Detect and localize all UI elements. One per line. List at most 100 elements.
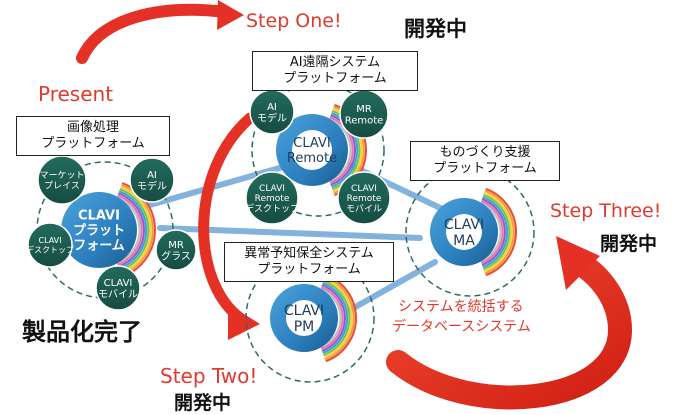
hub-color-arc xyxy=(481,198,506,266)
hub-color-arc xyxy=(120,186,152,274)
satellite-disc xyxy=(155,229,197,271)
hub-center xyxy=(292,130,332,170)
hub-platform-label-line-3: フォーム xyxy=(73,239,125,254)
satellite-market-line-2: プレイス xyxy=(44,180,80,191)
hub-color-arc xyxy=(480,200,504,264)
satellite-mr-glass-line-2: グラス xyxy=(161,249,191,262)
hub-color-arc xyxy=(321,284,346,352)
hub-color-arc xyxy=(119,188,150,272)
progress-arrows xyxy=(76,0,633,410)
connector-pm-ma xyxy=(347,259,438,313)
satellite-market-line-1: マーケット xyxy=(39,170,84,181)
hub-color-arc xyxy=(117,192,145,268)
satellite-ai-model-top-line-2: モデル xyxy=(257,111,287,124)
satellite-clavi-mobile-line-1: CLAVI xyxy=(104,278,133,289)
hub-color-arc xyxy=(320,288,342,348)
hub-color-arc xyxy=(329,116,354,184)
satellite-clavi-mobile-line-2: モバイル xyxy=(98,288,138,300)
arrow-step-two-to-step-three xyxy=(386,250,633,410)
step-three-label: Step Three! xyxy=(550,200,662,222)
satellite-clavi-desktop-line-2: デスクトップ xyxy=(26,244,74,254)
image-processing-subtitle: プラットフォーム xyxy=(41,136,145,151)
satellite-remote-desktop-line-1: CLAVI xyxy=(259,184,285,194)
hub-color-arc xyxy=(483,191,513,273)
hub-pm-label-line-2: PM xyxy=(294,319,315,335)
hub-color-arc xyxy=(328,118,352,182)
arrow-head-step-two xyxy=(228,304,260,340)
hub-color-arc xyxy=(117,194,143,266)
arrow-head-step-three xyxy=(556,236,600,290)
hub-color-arc xyxy=(325,273,357,363)
product-complete-label: 製品化完了 xyxy=(22,318,142,346)
hub-color-arc xyxy=(322,282,349,354)
anomaly-subtitle: プラットフォーム xyxy=(257,262,361,277)
satellite-disc xyxy=(245,171,299,225)
satellite-remote-desktop-line-2: Remote xyxy=(255,194,290,204)
satellite-ai-model-top-line-1: AI xyxy=(267,102,277,113)
ai-remote-title: AI遠隔システム xyxy=(289,55,381,70)
dev-label-step-one: 開発中 xyxy=(404,17,467,41)
satellite-ai-model-left-line-2: モデル xyxy=(137,179,167,192)
hub-color-arc xyxy=(323,277,353,359)
hub-remote-label-line-2: Remote xyxy=(287,151,337,166)
monozukuri-title: ものづくり支援 xyxy=(439,145,531,160)
hub-color-arc xyxy=(480,202,502,262)
satellite-mr-glass-line-1: MR xyxy=(168,240,184,251)
satellite-ai-model-left-line-1: AI xyxy=(147,170,157,181)
satellite-mr-remote-line-2: Remote xyxy=(345,115,384,126)
monozukuri-platform-box: ものづくり支援 プラットフォーム xyxy=(410,141,560,181)
connector-platform-remote xyxy=(147,162,293,208)
hub-core xyxy=(61,192,137,268)
ai-remote-platform-box: AI遠隔システム プラットフォーム xyxy=(252,51,418,91)
satellite-remote-mobile-line-3: モバイル xyxy=(346,204,382,215)
present-label: Present xyxy=(38,82,114,106)
step-two-label: Step Two! xyxy=(160,364,258,388)
image-processing-platform-box: 画像処理 プラットフォーム xyxy=(16,116,170,156)
satellite-disc xyxy=(27,222,73,268)
hub-ma-label-line-1: CLAVI xyxy=(444,217,484,233)
integration-note-line-2: データベースシステム xyxy=(392,319,531,335)
hub-color-arc xyxy=(324,275,355,361)
hub-pm-label-line-1: CLAVI xyxy=(284,303,324,319)
hub-color-arc xyxy=(118,190,148,270)
satellite-disc xyxy=(95,265,141,311)
dev-label-step-two: 開発中 xyxy=(174,392,232,414)
image-processing-title: 画像処理 xyxy=(66,120,119,135)
satellite-clavi-desktop-line-1: CLAVI xyxy=(38,236,61,245)
hub-platform-label-line-2: プラット xyxy=(73,224,125,239)
hub-color-arc xyxy=(484,189,515,275)
monozukuri-subtitle: プラットフォーム xyxy=(433,161,537,176)
dev-label-step-three: 開発中 xyxy=(600,233,658,255)
hub-color-arc xyxy=(323,280,351,356)
ai-remote-subtitle: プラットフォーム xyxy=(283,71,387,86)
hub-color-arc xyxy=(485,187,517,277)
hub-color-arc xyxy=(320,286,344,350)
anomaly-platform-box: 異常予知保全システム プラットフォーム xyxy=(224,242,394,282)
hub-center xyxy=(286,300,322,336)
hub-color-arc xyxy=(116,196,141,264)
hub-ma-label-line-2: MA xyxy=(453,233,475,249)
hub-color-arc xyxy=(482,196,509,268)
satellite-remote-mobile-line-1: CLAVI xyxy=(351,184,377,194)
hub-color-arc xyxy=(483,194,511,270)
satellite-disc xyxy=(337,171,391,225)
satellite-disc xyxy=(129,157,175,203)
step-one-label: Step One! xyxy=(246,10,342,32)
satellite-remote-mobile-line-2: Remote xyxy=(347,194,382,204)
hub-remote-label-line-1: CLAVI xyxy=(293,136,330,151)
integration-note-line-1: システムを統括する xyxy=(398,299,524,315)
hub-platform-label-line-1: CLAVI xyxy=(78,209,120,224)
satellite-mr-remote-line-1: MR xyxy=(356,104,372,115)
